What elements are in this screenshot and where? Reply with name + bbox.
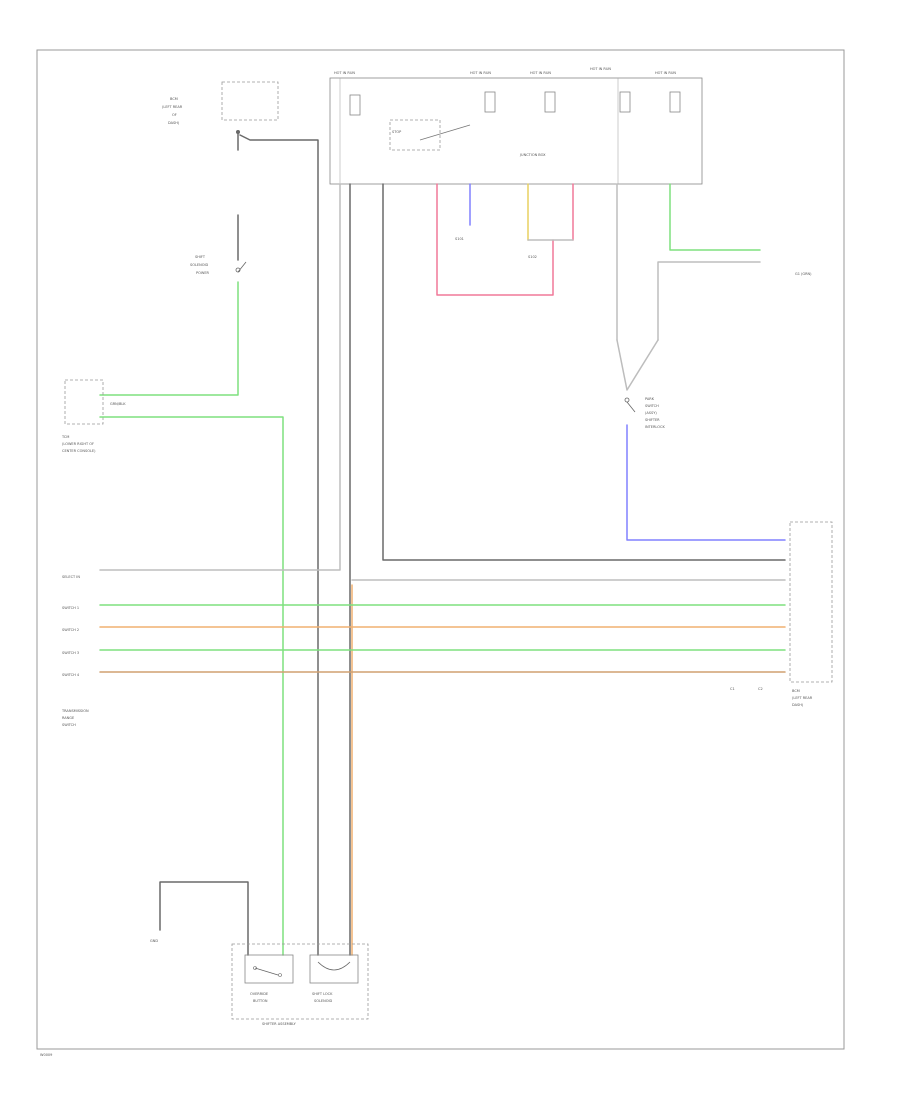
switch-select-label: SELECT IN bbox=[62, 575, 80, 579]
tcm-pin-label: GRN/BLK bbox=[110, 402, 126, 406]
tl-connector-label-1: BCM bbox=[170, 97, 178, 101]
fuse-header-1: HOT IN RUN bbox=[334, 71, 355, 75]
shift-lock-label-1: SHIFT LOCK bbox=[312, 992, 333, 996]
trans-range-label-2: RANGE bbox=[62, 716, 74, 720]
interlock-label-4: SHIFTER bbox=[645, 418, 660, 422]
tl-connector-label-4: DASH) bbox=[168, 121, 180, 125]
interlock-switch: PARK SWITCH (ASSY) SHIFTER INTERLOCK bbox=[624, 397, 665, 429]
fuse-header-4: HOT IN RUN bbox=[590, 67, 611, 71]
wire-grn-tcm bbox=[99, 416, 284, 956]
splice-label-2: S102 bbox=[528, 255, 537, 259]
shift-lock-label-2: SOLENOID bbox=[314, 999, 333, 1003]
switch-1-label: SWITCH 1 bbox=[62, 606, 79, 610]
override-button-label-2: BUTTON bbox=[253, 999, 268, 1003]
interlock-label-2: SWITCH bbox=[645, 404, 659, 408]
wire-gnd bbox=[159, 881, 249, 956]
tcm-label-3: CENTER CONSOLE) bbox=[62, 449, 96, 453]
fuse-header-2: HOT IN RUN bbox=[470, 71, 491, 75]
left-switch-label-3: POWER bbox=[196, 271, 210, 275]
tl-connector-label-2: (LEFT REAR bbox=[162, 105, 183, 109]
wire-blk-3 bbox=[382, 183, 786, 561]
diagram-frame bbox=[36, 49, 845, 1050]
stoplamp-switch-label: STOP bbox=[392, 130, 401, 134]
right-connector-label-2: (LEFT REAR bbox=[792, 696, 813, 700]
fuse-box: JUNCTION BOX HOT IN RUN HOT IN RUN HOT I… bbox=[329, 67, 703, 185]
shifter-assembly-label: SHIFTER ASSEMBLY bbox=[262, 1022, 297, 1026]
tl-connector-label-3: OF bbox=[172, 113, 177, 117]
trans-range-label-3: SWITCH bbox=[62, 723, 76, 727]
interlock-label-5: INTERLOCK bbox=[645, 425, 665, 429]
wire-blue-right bbox=[626, 424, 786, 541]
fuse-header-3: HOT IN RUN bbox=[530, 71, 551, 75]
interlock-label-1: PARK bbox=[645, 397, 655, 401]
right-connector-label-1: BCM bbox=[792, 689, 800, 693]
tcm-module: TCM (LOWER RIGHT OF CENTER CONSOLE) GRN/… bbox=[61, 379, 126, 453]
left-switch-label-2: SOLENOID bbox=[190, 263, 209, 267]
interlock-label-3: (ASSY) bbox=[645, 411, 657, 415]
page-code: W0009 bbox=[40, 1053, 52, 1057]
fuse-header-5: HOT IN RUN bbox=[655, 71, 676, 75]
wire-pink bbox=[436, 183, 554, 296]
gnd-label: GND bbox=[150, 939, 158, 943]
left-power-branch: SHIFT SOLENOID POWER bbox=[99, 131, 247, 396]
wire-wht-1 bbox=[99, 183, 341, 571]
right-conn-c2: C2 bbox=[758, 687, 763, 691]
fuse-box-label: JUNCTION BOX bbox=[519, 153, 546, 157]
wire-wht-right-2 bbox=[657, 261, 761, 341]
wire-wht-merge bbox=[616, 339, 659, 391]
splice-label-1: S101 bbox=[455, 237, 464, 241]
switch-4-label: SWITCH 4 bbox=[62, 673, 80, 677]
trans-range-label-1: TRANSMISSION bbox=[61, 709, 89, 713]
wire-blk-top bbox=[239, 134, 319, 956]
switch-3-label: SWITCH 3 bbox=[62, 651, 79, 655]
right-connector: BCM (LEFT REAR DASH) C1 C2 bbox=[730, 521, 833, 707]
wire-grn-right bbox=[669, 183, 761, 251]
ground-right-label: G1 (GRN) bbox=[795, 272, 812, 276]
switch-2-label: SWITCH 2 bbox=[62, 628, 79, 632]
left-switch-label-1: SHIFT bbox=[195, 255, 206, 259]
override-button-label-1: OVERRIDE bbox=[250, 992, 268, 996]
tcm-label-2: (LOWER RIGHT OF bbox=[62, 442, 94, 446]
right-connector-label-3: DASH) bbox=[792, 703, 804, 707]
top-left-connector: BCM (LEFT REAR OF DASH) bbox=[162, 81, 279, 134]
tcm-label-1: TCM bbox=[61, 435, 69, 439]
right-conn-c1: C1 bbox=[730, 687, 735, 691]
shifter-assembly: OVERRIDE BUTTON SHIFT LOCK SOLENOID SHIF… bbox=[231, 943, 369, 1026]
